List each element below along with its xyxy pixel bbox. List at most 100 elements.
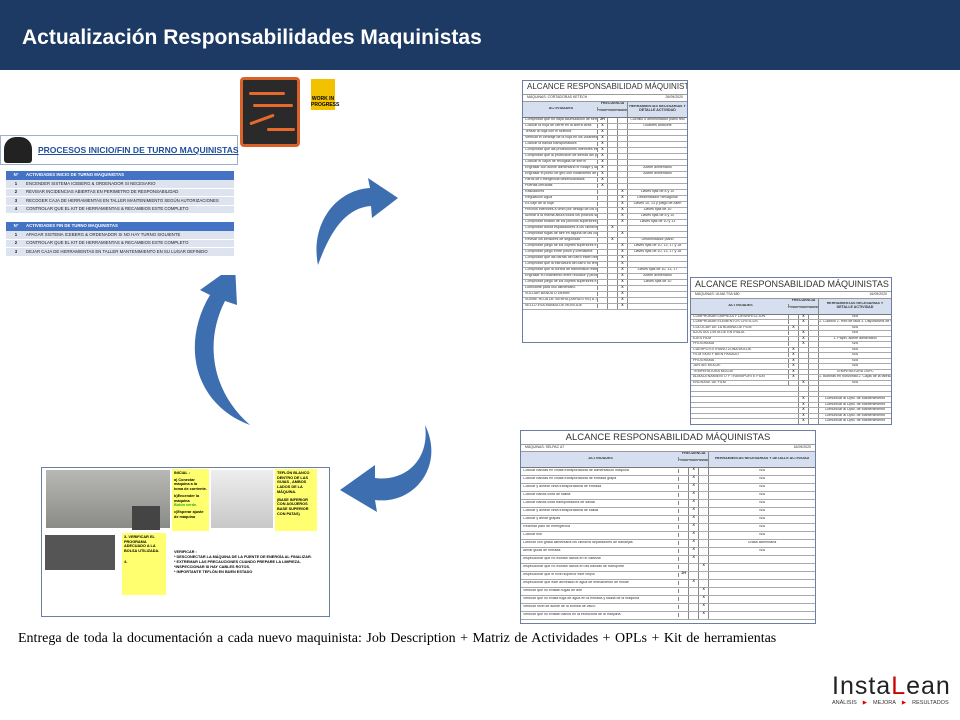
row-frequency-mark — [789, 380, 799, 385]
row-frequency-mark — [618, 147, 628, 153]
row-frequency-mark — [679, 507, 690, 515]
table-title: ALCANCE RESPONSABILIDAD MÁQUINISTAS — [523, 81, 687, 95]
row-activity: Colocar y alinear cinta transportadora d… — [521, 485, 680, 489]
row-frequency-mark: X — [598, 177, 608, 183]
row-frequency-mark: X — [699, 595, 710, 603]
row-frequency-mark — [799, 386, 809, 391]
row-frequency-mark — [809, 336, 819, 341]
row-frequency-mark: X — [598, 153, 608, 159]
row-tools: N/A — [759, 549, 766, 553]
row-frequency-mark — [679, 523, 690, 531]
row-frequency-mark — [809, 380, 819, 385]
row-frequency-mark — [789, 314, 799, 319]
row-frequency-mark — [608, 273, 618, 279]
row-frequency-mark: X — [618, 201, 628, 207]
table-row: Comprobar juego de los cojetes superiore… — [523, 279, 687, 286]
work-in-progress-icon: WORK IN PROGRESS — [311, 79, 339, 110]
row-activity: COMPROBAR LIMPIEZA Y DESINFECCIÓN — [691, 314, 789, 319]
process-card: PROCESOS INICIO/FIN DE TURNO MAQUINISTAS… — [0, 135, 239, 269]
row-activity: Colocar el cajón de recogida de serrín — [523, 160, 598, 164]
instalean-logo: InstaLean ANÁLISIS▶MEJORA▶RESULTADOS — [832, 672, 951, 706]
row-frequency-mark — [618, 141, 628, 147]
row-tools: Destornillador plano — [641, 238, 674, 242]
row-frequency-mark — [608, 219, 618, 225]
row-activity: Pinchos inferiores a 5mm por debajo de l… — [525, 208, 598, 212]
row-frequency-mark — [809, 369, 819, 374]
table-row: Colocar bandas en cintas transportadora … — [521, 467, 815, 476]
row-frequency-mark — [809, 320, 819, 325]
row-frequency-mark — [598, 189, 608, 195]
row-frequency-mark — [608, 207, 618, 213]
row-frequency-mark — [679, 475, 690, 483]
row-frequency-mark — [689, 595, 700, 603]
row-frequency-mark — [598, 195, 608, 201]
row-frequency-mark: X — [618, 243, 628, 249]
row-activity: Comprobar que la protección de sierras d… — [525, 154, 598, 158]
row-frequency-mark: X — [799, 330, 809, 336]
table-row: Inspeccionar que esté anivelado el agua … — [521, 579, 815, 588]
row-activity: RECOGER CAJA DE HERRAMIENTAS EN TALLER M… — [26, 197, 219, 203]
col-number: Nº — [13, 223, 19, 229]
row-frequency-mark: X — [618, 213, 628, 219]
row-tools: Llaves fijas de 10, 13, 17 y 18 — [633, 250, 682, 254]
row-frequency-mark — [679, 563, 690, 571]
row-tools: Comunicar al Dpto. de Mantenimiento — [824, 408, 886, 412]
row-frequency-mark — [618, 171, 628, 177]
row-frequency-mark — [598, 219, 608, 225]
cycle-arrow-left-icon — [194, 275, 250, 425]
row-activity: Inspeccionar que esté anivelado el agua … — [521, 581, 680, 585]
row-frequency-mark — [608, 159, 618, 165]
row-activity: JUNTAS MOLDE — [691, 364, 789, 369]
row-frequency-mark — [598, 273, 608, 279]
row-frequency-mark — [689, 611, 700, 619]
row-frequency-mark — [809, 331, 819, 336]
cycle-arrow-top-icon — [316, 178, 398, 265]
row-frequency-mark — [799, 364, 809, 369]
row-activity: PROGRAMA — [691, 358, 789, 363]
table-row: Inspeccionar que no existan daños en el … — [521, 555, 815, 564]
row-frequency-mark — [608, 297, 618, 303]
row-frequency-mark: X — [799, 418, 809, 424]
row-tools: N/A — [759, 525, 766, 529]
row-tools: Llaves 10, 13 y juego de Allen — [633, 202, 682, 206]
row-tools: N/A — [759, 493, 766, 497]
row-tools: Llaves fijas de 10 — [643, 280, 672, 284]
row-number: 4 — [14, 206, 18, 212]
row-frequency-mark — [608, 213, 618, 219]
row-frequency-mark — [699, 547, 710, 555]
frequency-group: FRECUENCIATURNODIARIASEMANAL — [679, 451, 710, 467]
row-frequency-mark — [679, 491, 690, 499]
row-activity: Rearmar paro de emergencia — [521, 525, 680, 529]
row-activity: Colocar film — [521, 533, 680, 537]
row-frequency-mark: X — [598, 129, 608, 135]
row-frequency-mark: X — [598, 171, 608, 177]
row-tools: Comunicar al Dpto. de Mantenimiento — [824, 402, 886, 406]
row-activity: Rascadores — [523, 190, 598, 194]
cycle-arrow-bottom-icon — [340, 425, 432, 512]
table-row — [691, 386, 891, 392]
row-activity: Engrasar con aceite alimentario el rodaj… — [525, 166, 598, 170]
row-frequency-mark — [809, 358, 819, 363]
row-frequency-mark — [799, 375, 809, 380]
row-frequency-mark — [608, 291, 618, 297]
row-number: 3 — [14, 197, 18, 203]
row-activity: Verificar el centraje de la hoja en los … — [525, 136, 598, 140]
table-row: Comprobar fugas de aire en alguna de las… — [523, 231, 687, 238]
row-frequency-mark — [618, 117, 628, 123]
row-frequency-mark — [799, 325, 809, 330]
teflon-photo — [211, 470, 273, 528]
col-frequency: DIARIA — [689, 459, 698, 462]
row-activity: Colocar bandas en cintas transportadora … — [521, 477, 680, 481]
row-frequency-mark — [809, 413, 819, 418]
row-tools: N/A — [759, 469, 766, 473]
row-frequency-mark — [799, 391, 809, 396]
row-activity: FILM SKIN Y BIEN PASADO — [691, 353, 789, 358]
